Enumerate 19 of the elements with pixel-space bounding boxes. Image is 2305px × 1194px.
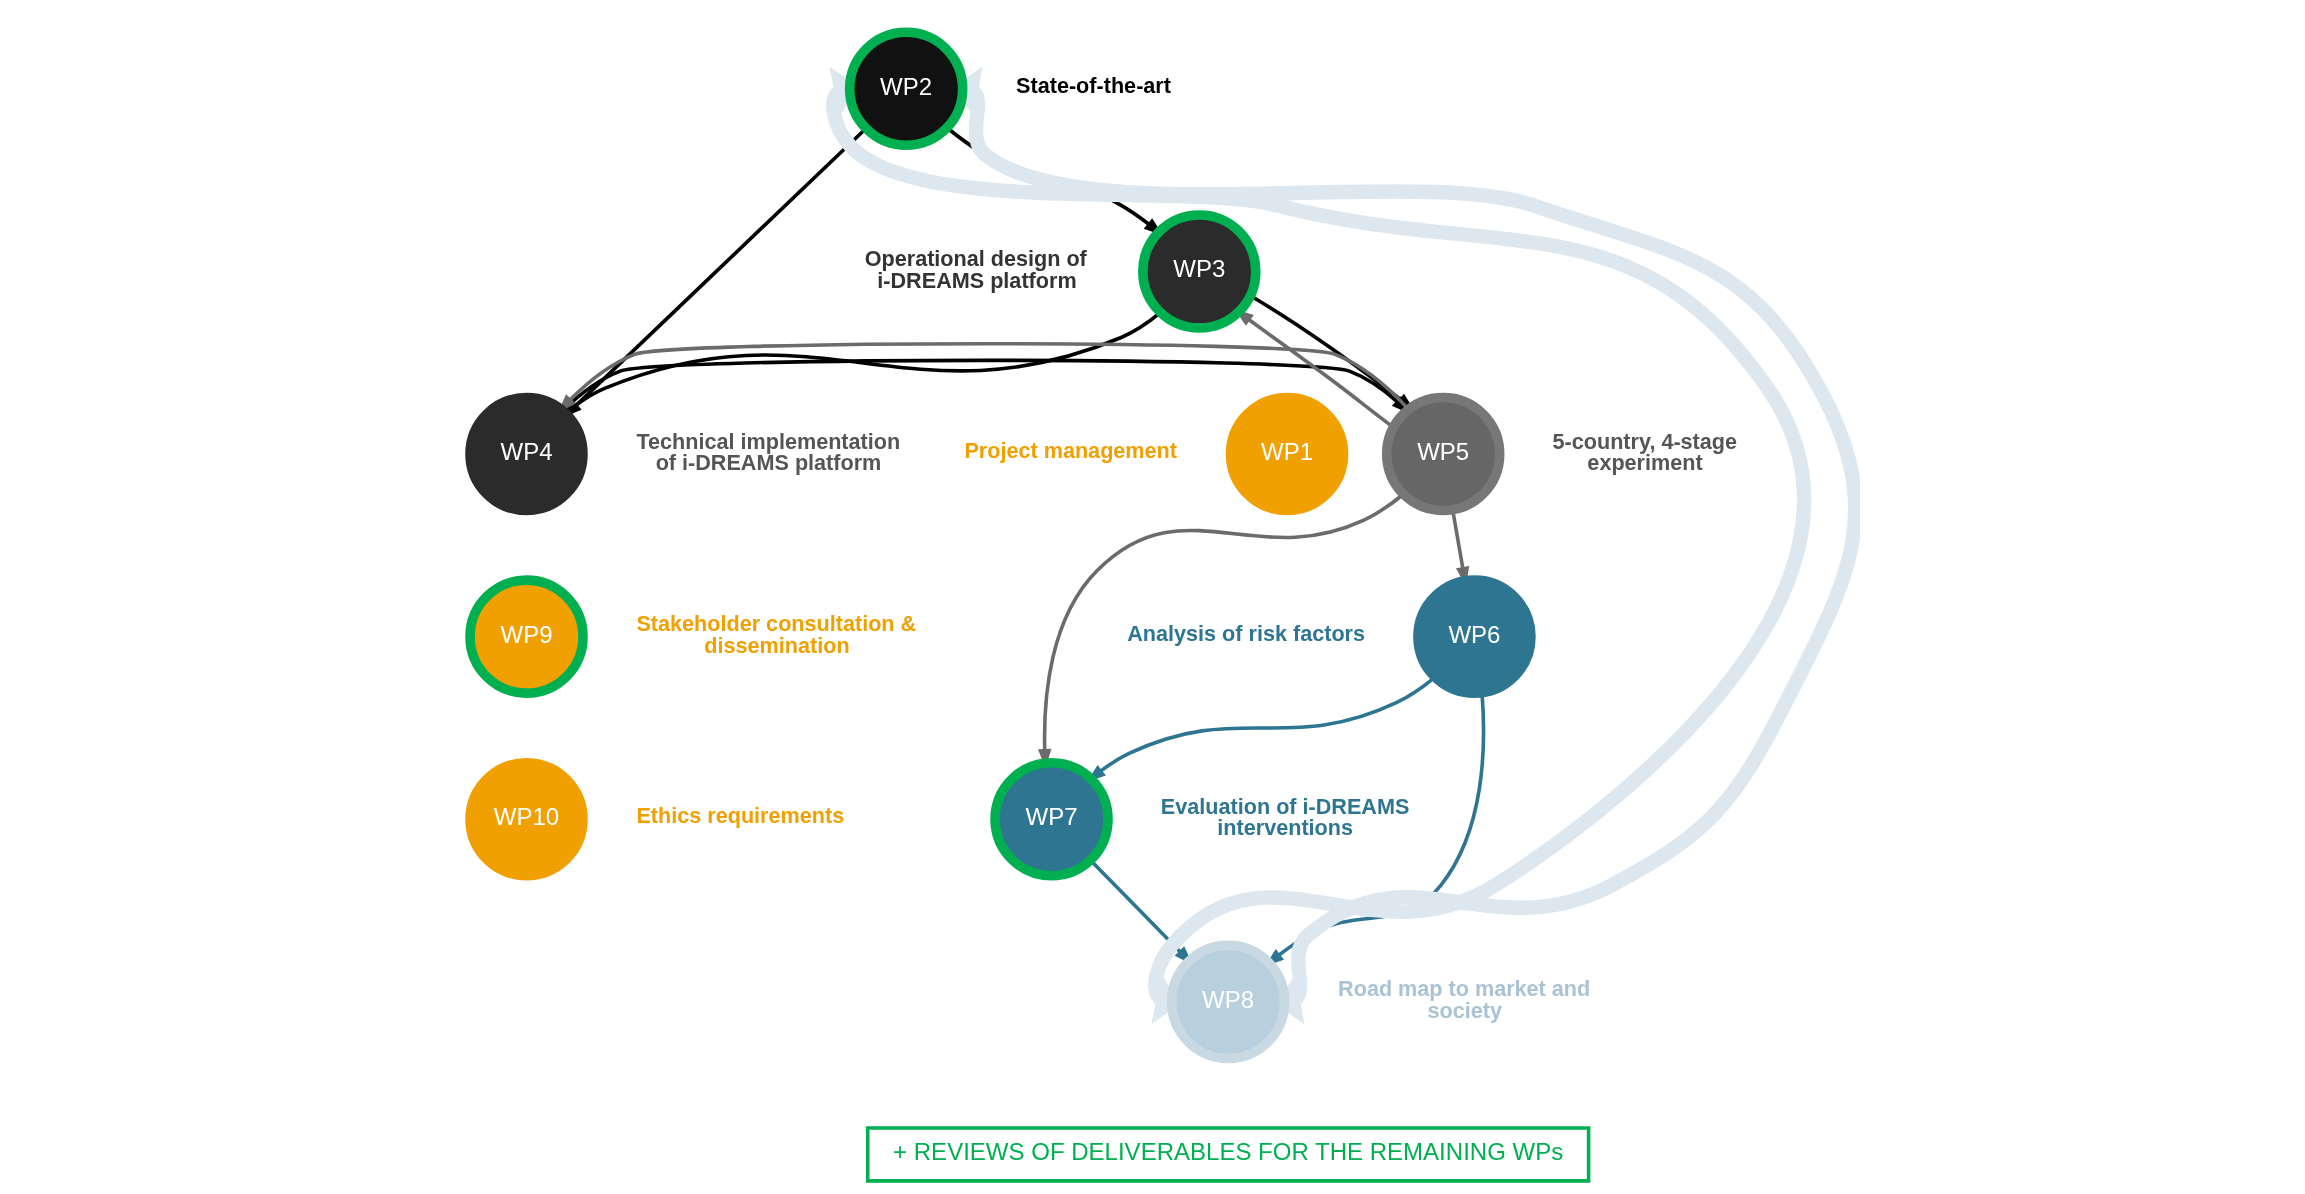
node-label: Analysis of risk factors	[1126, 620, 1365, 646]
node-label: Project management	[963, 438, 1177, 464]
node-label: Technical implementation of i-DREAMS platform	[635, 428, 900, 476]
node-label: Road map to market and society	[1337, 976, 1590, 1023]
node-label: Ethics requirements	[635, 803, 844, 829]
node-circle: WP3	[1137, 210, 1261, 333]
node-circle: WP7	[989, 758, 1113, 881]
node-label: Stakeholder consultation & dissemination	[635, 611, 916, 658]
node-circle: WP8	[1166, 940, 1289, 1064]
node-label: State-of-the-art	[1015, 72, 1171, 98]
node-label: Operational design of i-DREAMS platform	[864, 245, 1087, 293]
node-circle: WP2	[844, 27, 967, 151]
node-circle: WP1	[1225, 392, 1348, 516]
node-circle: WP9	[464, 575, 588, 698]
node-label: 5-country, 4-stage experiment	[1552, 428, 1737, 476]
node-label: Evaluation of i-DREAMS interventions	[1160, 793, 1409, 841]
node-circle: WP10	[464, 758, 588, 881]
label: + REVIEWS OF DELIVERABLES FOR THE REMAINING WPs	[892, 1138, 1563, 1166]
node-circle: WP6	[1412, 575, 1536, 698]
